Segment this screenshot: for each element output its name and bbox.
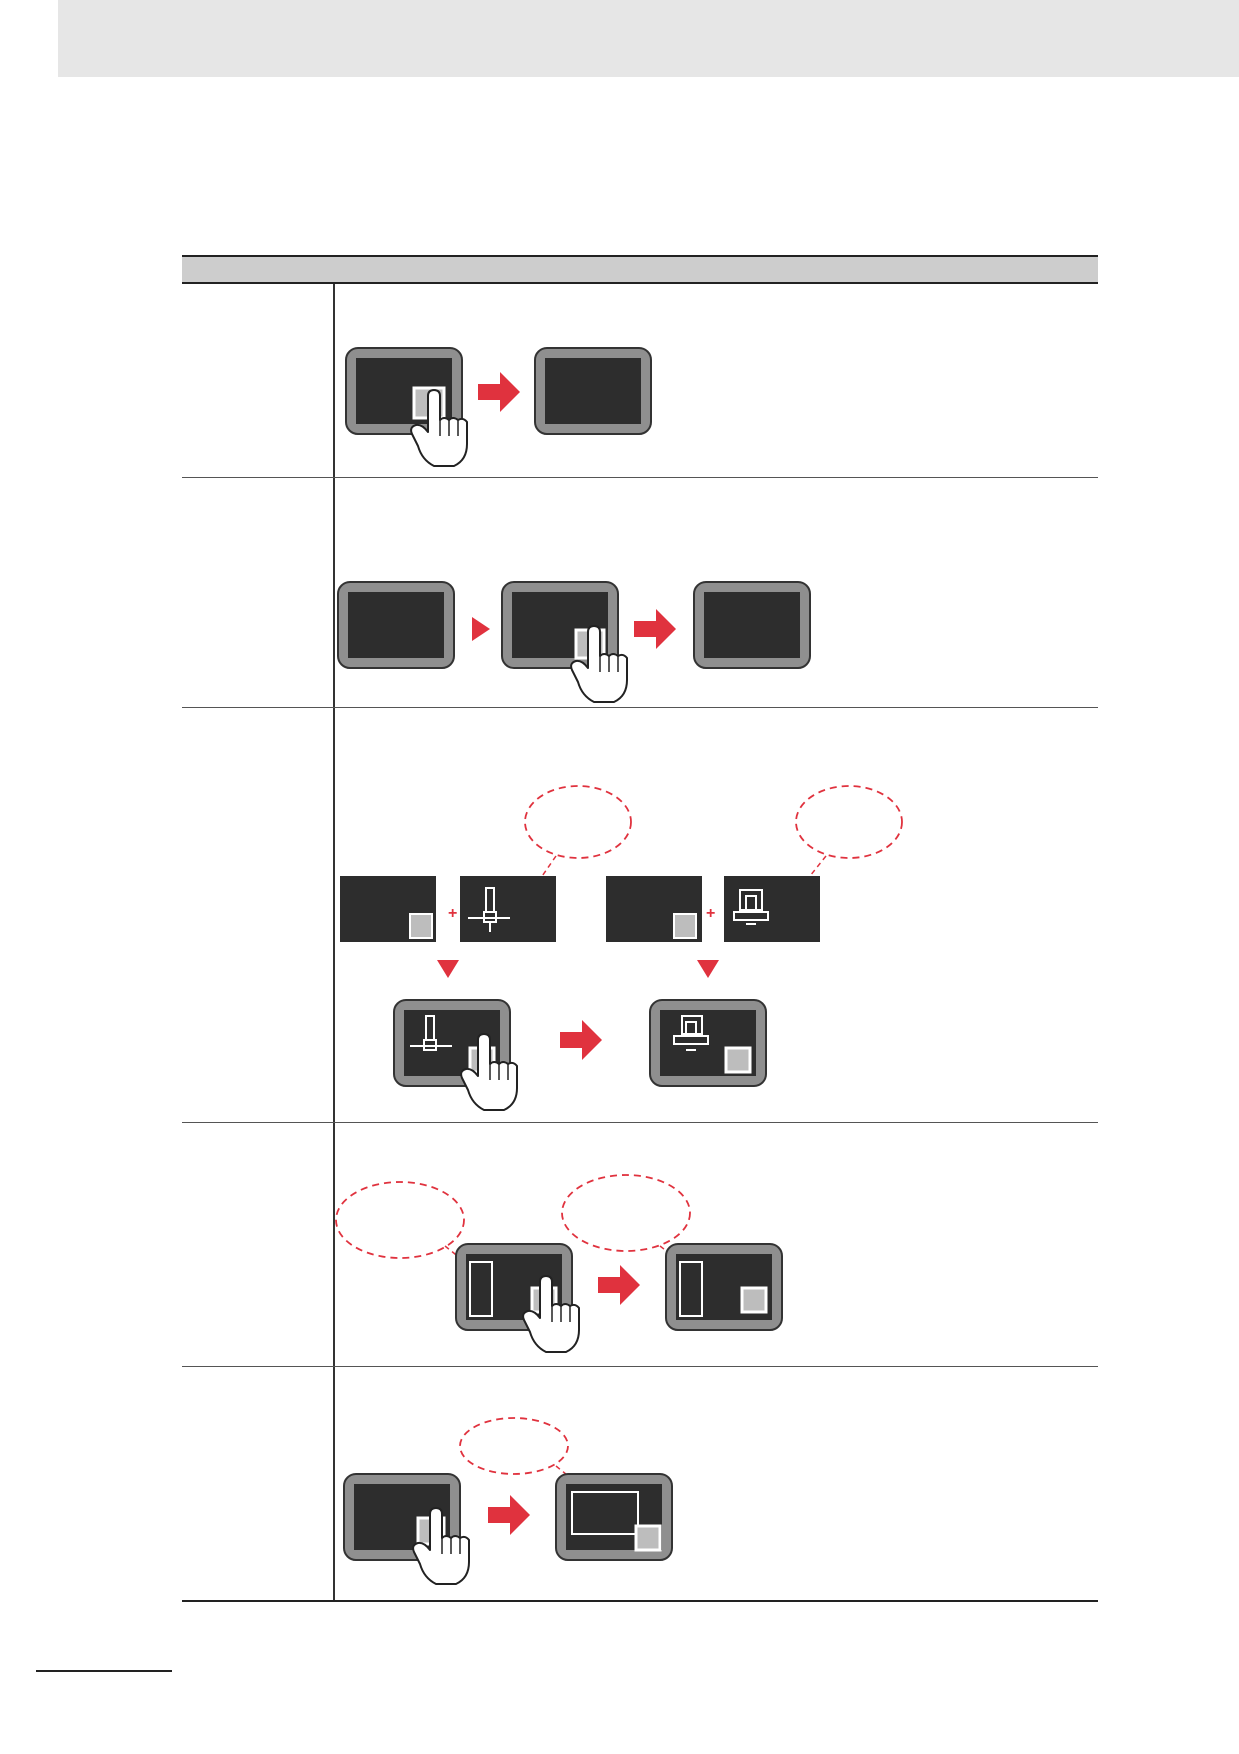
row-separator [182, 1122, 1098, 1123]
row3-diagram: + + [340, 785, 903, 1111]
row1-diagram [345, 347, 652, 467]
red-triangle-icon [437, 960, 459, 978]
touch-button-icon [673, 913, 697, 939]
row-separator [182, 707, 1098, 708]
column-divider [333, 284, 335, 1602]
row2-diagram [337, 581, 811, 703]
red-arrow-icon [634, 609, 676, 649]
touch-button-icon [740, 1286, 768, 1314]
plus-icon: + [706, 905, 715, 922]
touch-button-icon [724, 1046, 752, 1074]
table-header-row [182, 255, 1098, 284]
red-arrow-icon [598, 1265, 640, 1305]
red-arrow-icon [478, 372, 520, 412]
touch-button-icon [409, 913, 433, 939]
row-separator [182, 1366, 1098, 1367]
screen-face [704, 592, 800, 658]
screen-transition-table [182, 255, 1098, 1602]
callout-bubble [335, 1181, 465, 1259]
overlay-screen [724, 876, 820, 942]
table-bottom-rule [182, 1600, 1098, 1602]
screen-face [545, 358, 641, 424]
red-triangle-icon [697, 960, 719, 978]
callout-bubble [795, 785, 903, 859]
overlay-screen [460, 876, 556, 942]
row4-diagram [335, 1174, 783, 1353]
callout-bubble [459, 1417, 569, 1475]
touch-button-icon [634, 1524, 662, 1552]
popup-window-frame [571, 1491, 639, 1535]
row5-diagram [343, 1417, 673, 1585]
row-separator [182, 477, 1098, 478]
machine-icon [733, 889, 769, 925]
red-arrow-icon [560, 1020, 602, 1060]
screen-face [348, 592, 444, 658]
window-frame [469, 1261, 493, 1317]
plus-icon: + [448, 905, 457, 922]
callout-bubble [561, 1174, 691, 1252]
red-arrow-icon [488, 1495, 530, 1535]
window-frame [679, 1261, 703, 1317]
page-header-band [58, 0, 1239, 77]
machine-icon [468, 887, 510, 932]
footer-rule [36, 1670, 172, 1672]
red-triangle-icon [472, 617, 490, 641]
callout-bubble [524, 785, 632, 859]
